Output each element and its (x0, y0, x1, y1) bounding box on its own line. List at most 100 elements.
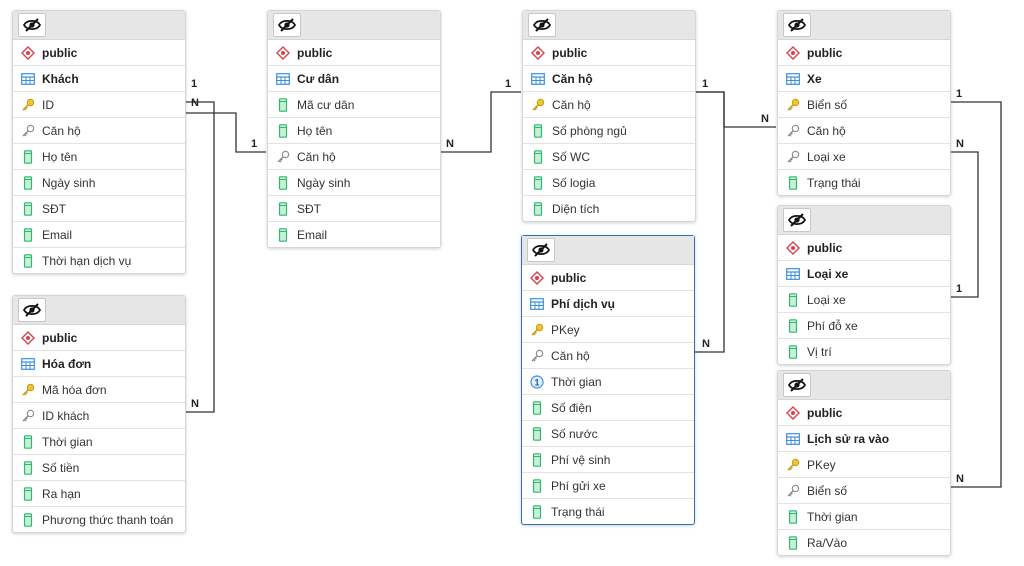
column-row[interactable]: Họ tên (13, 144, 185, 170)
column-row-label: Số WC (552, 149, 591, 164)
column-row[interactable]: SĐT (13, 196, 185, 222)
column-row[interactable]: Thời gian (13, 429, 185, 455)
column-row[interactable]: Số điện (522, 395, 694, 421)
column-icon (786, 318, 800, 333)
toggle-visibility-button[interactable] (783, 373, 811, 397)
schema-row[interactable]: public (778, 40, 950, 66)
column-row[interactable]: Thời hạn dịch vụ (13, 248, 185, 273)
column-row[interactable]: Biển số (778, 478, 950, 504)
schema-row[interactable]: public (13, 40, 185, 66)
column-icon (530, 452, 544, 467)
schema-row-label: public (297, 45, 333, 60)
column-row[interactable]: Căn hộ (13, 118, 185, 144)
column-row[interactable]: Số phòng ngủ (523, 118, 695, 144)
cardinality-one: 1 (251, 138, 258, 150)
schema-row-label: public (42, 330, 78, 345)
column-icon (531, 123, 545, 138)
table-name-row[interactable]: Cư dân (268, 66, 440, 92)
schema-row-label: public (807, 45, 843, 60)
table-header (522, 236, 694, 265)
column-row[interactable]: Trạng thái (522, 499, 694, 524)
schema-row[interactable]: public (523, 40, 695, 66)
column-row[interactable]: Ngày sinh (13, 170, 185, 196)
column-icon (530, 504, 544, 519)
toggle-visibility-button[interactable] (18, 13, 46, 37)
eye-off-icon (788, 213, 806, 227)
table-name-row[interactable]: Loại xe (778, 261, 950, 287)
column-row[interactable]: ID (13, 92, 185, 118)
column-row[interactable]: Biển số (778, 92, 950, 118)
table-name-row[interactable]: Căn hộ (523, 66, 695, 92)
column-row[interactable]: SĐT (268, 196, 440, 222)
schema-icon (786, 45, 800, 60)
column-row[interactable]: Căn hộ (522, 343, 694, 369)
column-icon (276, 175, 290, 190)
column-row-label: Ra hạn (42, 486, 81, 501)
toggle-visibility-button[interactable] (783, 208, 811, 232)
cardinality-many: N (761, 113, 769, 125)
column-row[interactable]: Ra/Vào (778, 530, 950, 555)
column-row[interactable]: Loại xe (778, 287, 950, 313)
column-row-label: Email (297, 227, 328, 242)
column-row[interactable]: Phí gửi xe (522, 473, 694, 499)
column-row[interactable]: Email (268, 222, 440, 247)
column-row[interactable]: Vị trí (778, 339, 950, 364)
column-row[interactable]: Ra hạn (13, 481, 185, 507)
column-icon (21, 201, 35, 216)
column-row[interactable]: Số WC (523, 144, 695, 170)
column-row[interactable]: Diện tích (523, 196, 695, 221)
primary-key-icon (21, 98, 35, 112)
table-name-row[interactable]: Xe (778, 66, 950, 92)
column-row[interactable]: Loại xe (778, 144, 950, 170)
table-name-row[interactable]: Hóa đơn (13, 351, 185, 377)
column-row[interactable]: Phí đỗ xe (778, 313, 950, 339)
foreign-key-icon (786, 150, 800, 164)
column-row[interactable]: Căn hộ (523, 92, 695, 118)
column-row[interactable]: Căn hộ (778, 118, 950, 144)
link-loaixe-xe (950, 151, 979, 298)
toggle-visibility-button[interactable] (273, 13, 301, 37)
column-row[interactable]: Mã hóa đơn (13, 377, 185, 403)
column-row[interactable]: ID khách (13, 403, 185, 429)
column-row[interactable]: Họ tên (268, 118, 440, 144)
table-name-row[interactable]: Khách (13, 66, 185, 92)
column-row[interactable]: Trạng thái (778, 170, 950, 195)
column-row[interactable]: PKey (522, 317, 694, 343)
column-row[interactable]: Căn hộ (268, 144, 440, 170)
toggle-visibility-button[interactable] (783, 13, 811, 37)
column-row-label: SĐT (297, 201, 321, 216)
column-row[interactable]: PKey (778, 452, 950, 478)
column-row[interactable]: Thời gian (778, 504, 950, 530)
column-row[interactable]: Phí vệ sinh (522, 447, 694, 473)
schema-row[interactable]: public (522, 265, 694, 291)
column-row[interactable]: Email (13, 222, 185, 248)
toggle-visibility-button[interactable] (18, 298, 46, 322)
column-row-label: Ngày sinh (297, 175, 351, 190)
column-row[interactable]: Phương thức thanh toán (13, 507, 185, 532)
column-row[interactable]: Mã cư dân (268, 92, 440, 118)
column-row[interactable]: Số tiền (13, 455, 185, 481)
toggle-visibility-button[interactable] (527, 238, 555, 262)
schema-row[interactable]: public (13, 325, 185, 351)
column-row[interactable]: Ngày sinh (268, 170, 440, 196)
table-name-row[interactable]: Phí dịch vụ (522, 291, 694, 317)
schema-icon (530, 270, 544, 285)
column-row-label: Căn hộ (42, 123, 81, 138)
table-name-row-label: Cư dân (297, 71, 340, 86)
column-row[interactable]: Số nước (522, 421, 694, 447)
column-row[interactable]: Số logia (523, 170, 695, 196)
toggle-visibility-button[interactable] (528, 13, 556, 37)
schema-row[interactable]: public (778, 400, 950, 426)
schema-row[interactable]: public (778, 235, 950, 261)
table-name-row[interactable]: Lịch sử ra vào (778, 426, 950, 452)
schema-row[interactable]: public (268, 40, 440, 66)
